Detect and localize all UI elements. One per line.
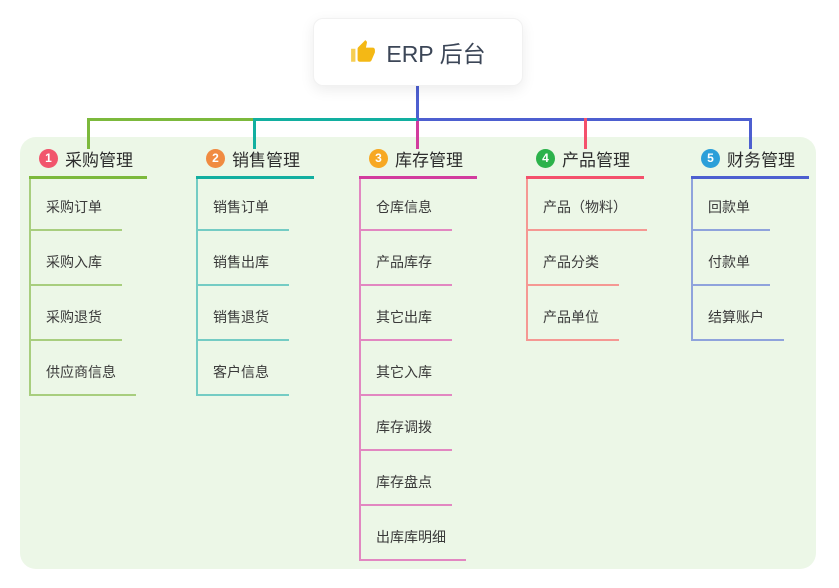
child-node[interactable]: 库存调拨 [359,396,477,451]
child-node-label: 库存调拨 [359,417,452,451]
child-node-label: 产品（物料） [526,197,647,231]
branch-number-badge: 5 [701,148,720,168]
branch-node-label: 产品管理 [562,150,630,170]
child-node[interactable]: 仓库信息 [359,179,477,231]
child-node[interactable]: 库存盘点 [359,451,477,506]
child-node[interactable]: 产品（物料） [526,179,647,231]
child-node-label: 库存盘点 [359,472,452,506]
branch-node[interactable]: 5 财务管理 [691,144,809,179]
branch-node-label: 库存管理 [395,150,463,170]
child-node[interactable]: 销售退货 [196,286,314,341]
child-node[interactable]: 其它出库 [359,286,477,341]
connector-bus-purchase [88,118,256,121]
connector-drop [416,121,419,149]
branch-children: 销售订单销售出库销售退货客户信息 [196,179,314,396]
child-node-label: 产品库存 [359,252,452,286]
child-node-label: 采购入库 [29,252,122,286]
child-node[interactable]: 产品库存 [359,231,477,286]
branch-children: 产品（物料） 产品分类产品单位 [526,179,647,341]
child-node[interactable]: 客户信息 [196,341,314,396]
child-node-label: 回款单 [691,197,770,231]
child-node-label: 产品单位 [526,307,619,341]
branch-children: 回款单付款单结算账户 [691,179,809,341]
branch-node-label: 采购管理 [65,150,133,170]
child-node[interactable]: 出库库明细 [359,506,477,561]
child-node-label: 供应商信息 [29,362,136,396]
branch-node[interactable]: 4 产品管理 [526,144,644,179]
branch-column: 3 库存管理 仓库信息产品库存其它出库其它入库库存调拨库存盘点出库库明细 [359,144,477,561]
child-node[interactable]: 结算账户 [691,286,809,341]
child-node[interactable]: 供应商信息 [29,341,147,396]
child-node-label: 付款单 [691,252,770,286]
branch-column: 4 产品管理 产品（物料） 产品分类产品单位 [526,144,647,341]
child-node-label: 销售订单 [196,197,289,231]
root-node-title: ERP 后台 [386,41,486,67]
connector-drop [584,118,587,149]
child-node[interactable]: 其它入库 [359,341,477,396]
child-node-label: 销售退货 [196,307,289,341]
thumbs-up-icon [350,39,376,65]
child-node-label: 客户信息 [196,362,289,396]
child-node-label: 结算账户 [691,307,784,341]
child-node-label: 产品分类 [526,252,619,286]
connector-drop [253,118,256,149]
branch-column: 5 财务管理 回款单付款单结算账户 [691,144,809,341]
branch-number-badge: 3 [369,148,388,168]
child-node[interactable]: 采购订单 [29,179,147,231]
child-node[interactable]: 采购退货 [29,286,147,341]
connector-root-stem [416,84,419,121]
child-node-label: 采购退货 [29,307,122,341]
branch-number-badge: 4 [536,148,555,168]
branch-node-label: 销售管理 [232,150,300,170]
child-node[interactable]: 回款单 [691,179,809,231]
branch-node[interactable]: 3 库存管理 [359,144,477,179]
branch-number-badge: 2 [206,148,225,168]
child-node-label: 出库库明细 [359,527,466,561]
child-node[interactable]: 产品单位 [526,286,647,341]
child-node[interactable]: 产品分类 [526,231,647,286]
branch-column: 2 销售管理 销售订单销售出库销售退货客户信息 [196,144,314,396]
child-node-label: 仓库信息 [359,197,452,231]
branch-node[interactable]: 2 销售管理 [196,144,314,179]
branch-number-badge: 1 [39,148,58,168]
branch-column: 1 采购管理 采购订单采购入库采购退货供应商信息 [29,144,147,396]
connector-drop [87,118,90,149]
child-node[interactable]: 销售出库 [196,231,314,286]
branch-children: 仓库信息产品库存其它出库其它入库库存调拨库存盘点出库库明细 [359,179,477,561]
connector-drop [749,118,752,149]
child-node[interactable]: 销售订单 [196,179,314,231]
child-node-label: 采购订单 [29,197,122,231]
branch-node-label: 财务管理 [727,150,795,170]
branch-node[interactable]: 1 采购管理 [29,144,147,179]
branches-panel [20,137,816,569]
child-node[interactable]: 采购入库 [29,231,147,286]
child-node-label: 销售出库 [196,252,289,286]
child-node-label: 其它出库 [359,307,452,341]
child-node-label: 其它入库 [359,362,452,396]
child-node[interactable]: 付款单 [691,231,809,286]
branch-children: 采购订单采购入库采购退货供应商信息 [29,179,147,396]
connector-bus-sales [254,118,419,121]
root-node[interactable]: ERP 后台 [313,18,523,86]
